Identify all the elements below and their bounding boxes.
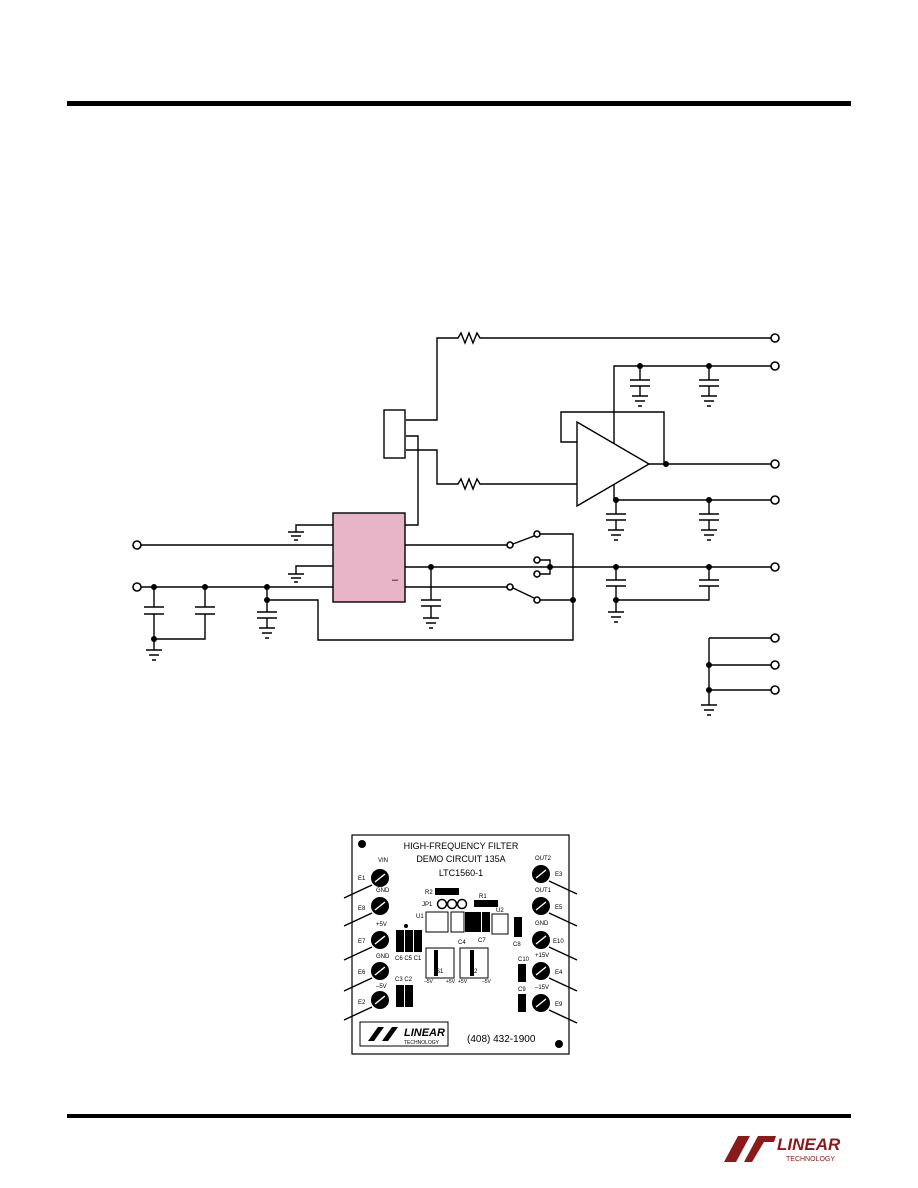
post-label-gnd-1: GND bbox=[376, 888, 390, 894]
company-logo: LINEAR TECHNOLOGY bbox=[724, 1135, 841, 1163]
label-r2: R2 bbox=[425, 890, 433, 896]
post-label-vin: VIN bbox=[378, 858, 388, 864]
capacitor-mid-1 bbox=[606, 497, 626, 541]
feedback-loop-wire bbox=[267, 599, 574, 641]
jumper-block bbox=[383, 409, 406, 459]
post-id-e9: E9 bbox=[555, 1002, 563, 1008]
capacitor-left-1 bbox=[144, 587, 164, 661]
label-c3-c2: C3 C2 bbox=[395, 977, 413, 983]
board-title-2: DEMO CIRCUIT 135A bbox=[416, 854, 505, 864]
terminal-left-supply bbox=[132, 582, 142, 592]
post-id-e8: E8 bbox=[358, 906, 366, 912]
terminal-right-6 bbox=[770, 633, 780, 643]
post-id-e7: E7 bbox=[358, 939, 366, 945]
switch-s1 bbox=[506, 530, 574, 600]
label-jp1: JP1 bbox=[422, 902, 433, 908]
terminal-left-vin bbox=[132, 540, 142, 550]
terminal-right-1 bbox=[770, 333, 780, 343]
header-rule bbox=[67, 101, 851, 106]
label-s1-right: +5V bbox=[446, 979, 456, 985]
capacitor-top-2 bbox=[699, 363, 719, 407]
label-c4: C4 bbox=[458, 940, 466, 946]
ground-symbol-ic-1 bbox=[288, 524, 333, 541]
label-r1: R1 bbox=[479, 894, 487, 900]
ground-symbol-ic-2 bbox=[288, 565, 333, 583]
capacitor-top-1 bbox=[630, 363, 650, 407]
terminal-right-7 bbox=[770, 660, 780, 670]
label-s2-left: +5V bbox=[458, 979, 468, 985]
post-id-e5: E5 bbox=[555, 905, 563, 911]
leader-lines-right bbox=[548, 880, 578, 1024]
board-title-1: HIGH-FREQUENCY FILTER bbox=[404, 841, 519, 851]
label-u1: U1 bbox=[416, 914, 424, 920]
capacitor-ic-out bbox=[421, 567, 441, 629]
filter-ic bbox=[332, 512, 406, 603]
terminal-right-8 bbox=[770, 685, 780, 695]
footer-rule bbox=[67, 1114, 851, 1118]
switch-s2 bbox=[506, 564, 576, 604]
post-id-e10: E10 bbox=[553, 939, 564, 945]
post-label-plus5v: +5V bbox=[376, 922, 387, 928]
capacitor-mid-2 bbox=[699, 497, 719, 541]
board-logo-text: LINEAR bbox=[404, 1027, 445, 1039]
post-id-e4: E4 bbox=[555, 970, 563, 976]
leader-lines-left bbox=[343, 884, 373, 1021]
terminal-right-3 bbox=[770, 459, 780, 469]
label-c6-c5-c1: C6 C5 C1 bbox=[395, 956, 422, 962]
post-id-e1: E1 bbox=[358, 876, 366, 882]
label-s2: S2 bbox=[470, 969, 478, 975]
label-c7: C7 bbox=[478, 938, 486, 944]
footer-logo-text: LINEAR bbox=[777, 1135, 841, 1154]
post-label-gnd-2: GND bbox=[376, 954, 390, 960]
resistor-path-top bbox=[406, 331, 773, 421]
op-amp bbox=[560, 365, 773, 508]
post-id-e6: E6 bbox=[358, 970, 366, 976]
footer-logo-subtext: TECHNOLOGY bbox=[786, 1156, 835, 1163]
resistor-path-bottom bbox=[406, 449, 577, 491]
board-right-posts bbox=[532, 865, 550, 1012]
post-label-minus15v: –15V bbox=[535, 985, 549, 991]
board-layout: HIGH-FREQUENCY FILTER DEMO CIRCUIT 135A … bbox=[343, 834, 578, 1055]
label-c9: C9 bbox=[518, 987, 526, 993]
label-c8: C8 bbox=[513, 942, 521, 948]
post-label-out2: OUT2 bbox=[535, 856, 552, 862]
board-logo-subtext: TECHNOLOGY bbox=[404, 1040, 440, 1046]
post-label-minus5v: –5V bbox=[376, 984, 387, 990]
post-label-out1: OUT1 bbox=[535, 888, 552, 894]
capacitor-out-2 bbox=[616, 564, 719, 601]
terminal-right-2 bbox=[770, 361, 780, 371]
label-s2-right: –5V bbox=[482, 979, 492, 985]
label-s1: S1 bbox=[436, 969, 444, 975]
capacitor-left-2 bbox=[154, 587, 215, 640]
label-c10: C10 bbox=[518, 957, 530, 963]
capacitor-left-3 bbox=[257, 587, 277, 639]
ground-bus bbox=[701, 637, 773, 716]
terminal-right-4 bbox=[770, 495, 780, 505]
board-left-posts bbox=[371, 869, 389, 1009]
board-phone: (408) 432-1900 bbox=[467, 1034, 536, 1045]
ic-pin-mark: – bbox=[392, 574, 399, 586]
board-title-3: LTC1560-1 bbox=[439, 868, 483, 878]
label-u2: U2 bbox=[496, 908, 504, 914]
post-id-e3: E3 bbox=[555, 872, 563, 878]
jumper-wire-to-ic bbox=[405, 435, 419, 526]
post-id-e2: E2 bbox=[358, 1000, 366, 1006]
capacitor-out-1 bbox=[606, 564, 626, 623]
post-label-plus15v: +15V bbox=[535, 953, 549, 959]
post-label-gnd-3: GND bbox=[535, 921, 549, 927]
terminal-right-5 bbox=[770, 562, 780, 572]
label-s1-left: –5V bbox=[424, 979, 434, 985]
